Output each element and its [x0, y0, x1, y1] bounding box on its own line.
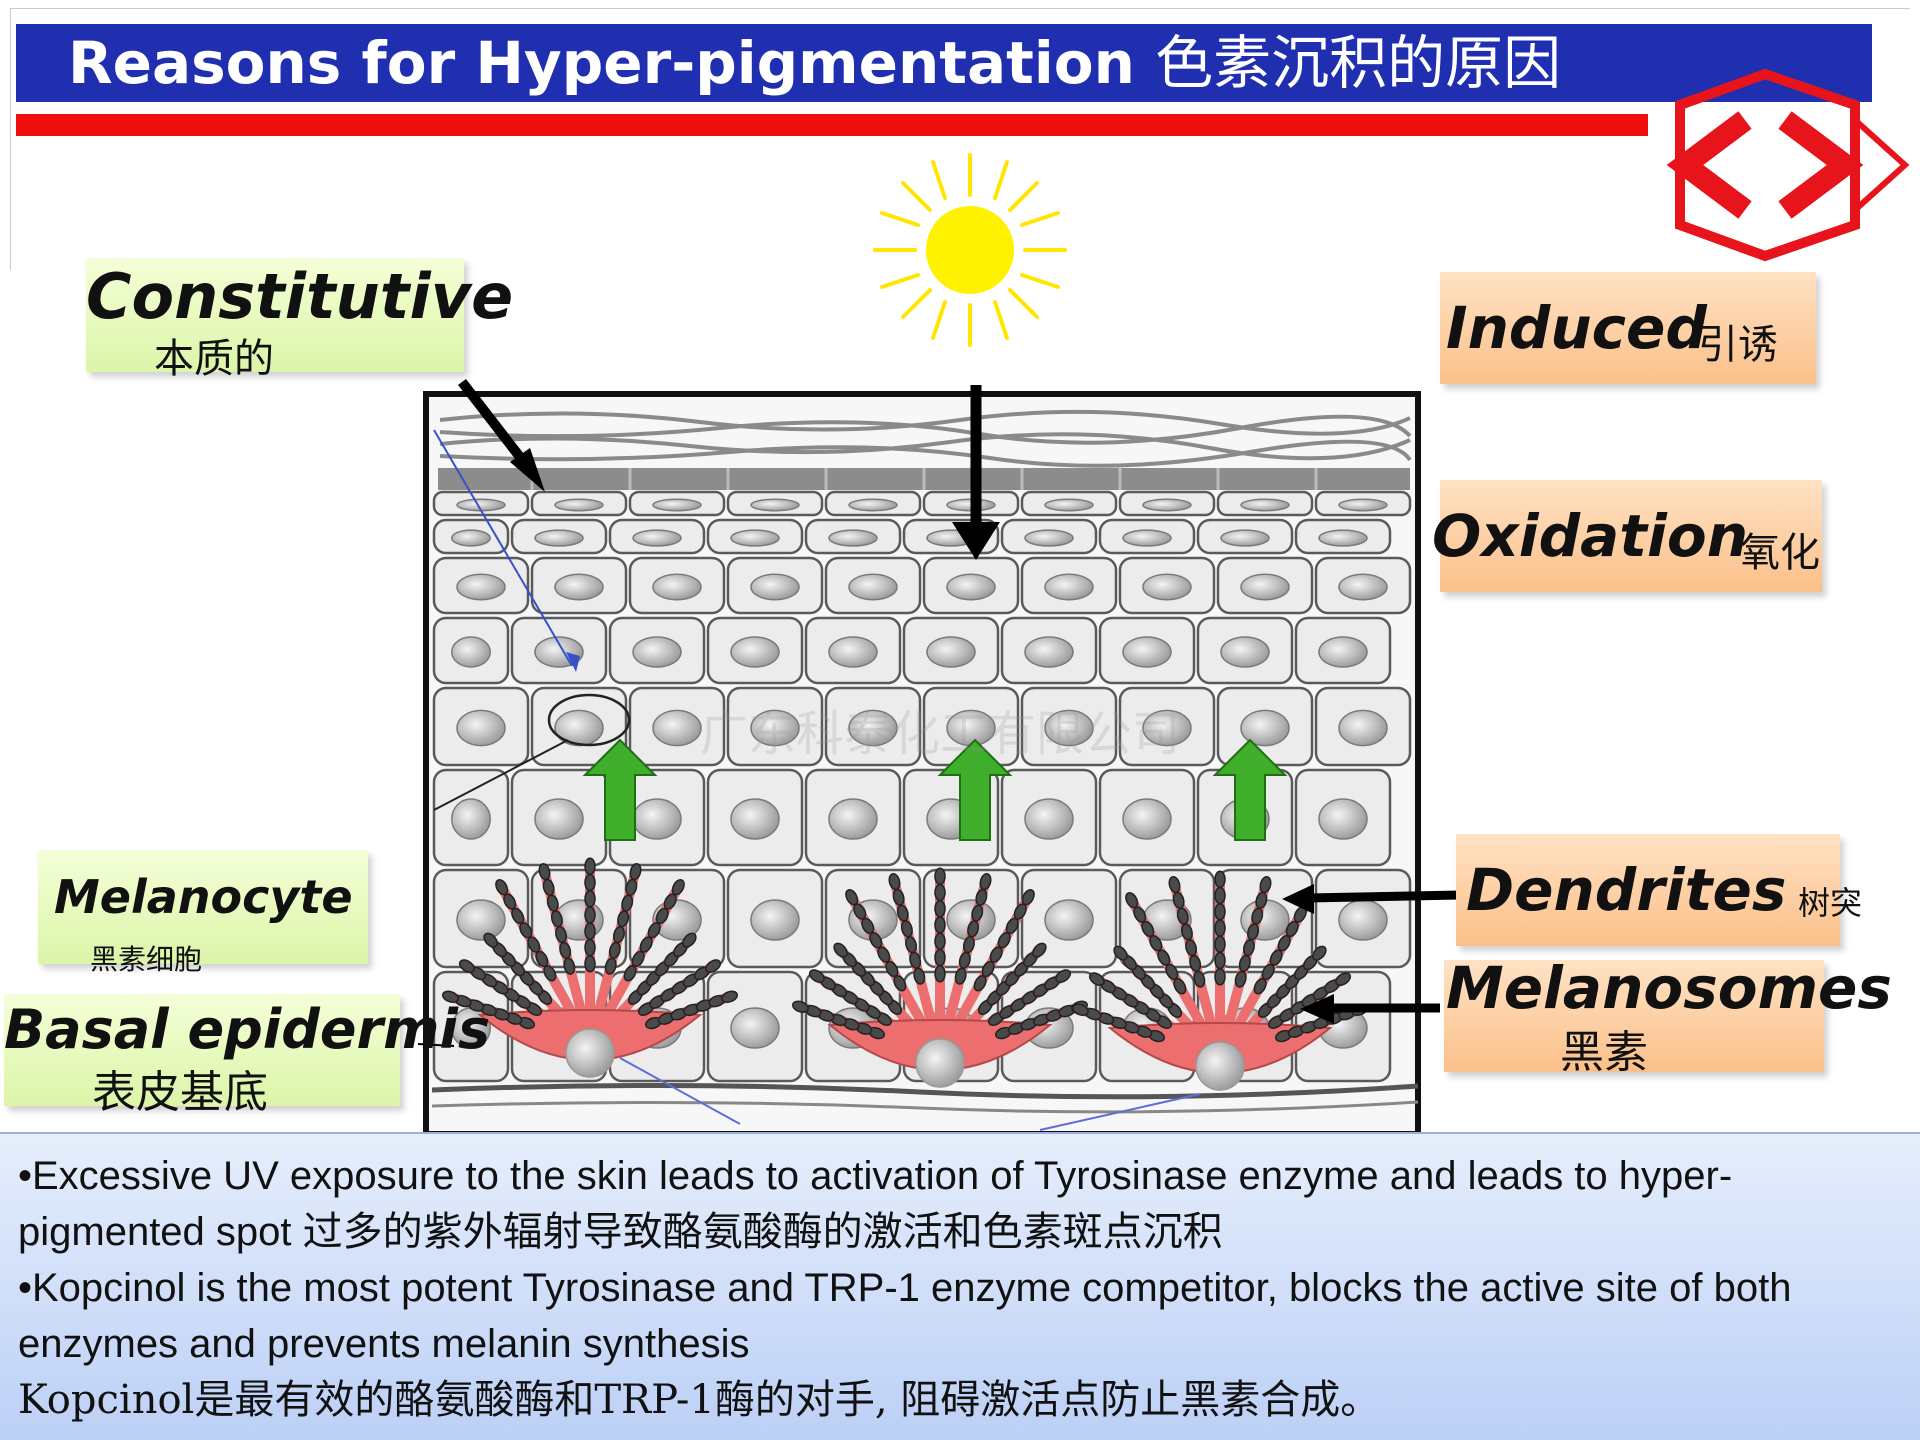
title-red-rule [16, 114, 1648, 136]
logo-icon [1666, 68, 1910, 262]
up-arrow-icon [582, 738, 1288, 841]
constitutive-label: Constitutive 本质的 [86, 258, 513, 382]
sun-icon [873, 153, 1067, 347]
title-cn: 色素沉积的原因 [1155, 29, 1562, 97]
frame-left-line [10, 8, 11, 270]
constitutive-cn: 本质的 [154, 336, 274, 382]
dendrites-en: Dendrites [1466, 856, 1787, 924]
melanocyte-label: Melanocyte 黑素细胞 [38, 850, 368, 976]
watermark: 广东科泰化工有限公司 [700, 706, 1181, 762]
explanation-panel: •Excessive UV exposure to the skin leads… [0, 1132, 1920, 1440]
melanosomes-arrow-head [1300, 994, 1334, 1024]
title-en: Reasons for Hyper-pigmentation [68, 29, 1135, 97]
melanosomes-en: Melanosomes [1446, 954, 1892, 1022]
title-bar: Reasons for Hyper-pigmentation 色素沉积的原因 [16, 24, 1872, 102]
basal-epidermis-cn: 表皮基底 [92, 1067, 268, 1118]
oxidation-cn: 氧化 [1740, 530, 1820, 576]
bullet-2: •Kopcinol is the most potent Tyrosinase … [18, 1260, 1902, 1372]
dendrites-arrow-head [1282, 884, 1314, 914]
bullet-1: •Excessive UV exposure to the skin leads… [18, 1148, 1902, 1260]
constitutive-en: Constitutive [86, 260, 514, 333]
bullet-1-en: •Excessive UV exposure to the skin leads… [18, 1154, 1733, 1254]
oxidation-label: Oxidation 氧化 [1432, 480, 1822, 592]
induced-arrow-head [952, 522, 1000, 560]
summary-cn: Kopcinol是最有效的酪氨酸酶和TRP-1酶的对手, 阻碍激活点防止黑素合成… [18, 1377, 1381, 1423]
oxidation-en: Oxidation [1432, 502, 1748, 570]
melanocyte-en: Melanocyte [54, 870, 353, 924]
skin-diagram [423, 391, 1421, 1134]
induced-label: Induced 引诱 [1440, 272, 1816, 384]
induced-cn: 引诱 [1698, 322, 1778, 368]
frame-top-line [10, 8, 1910, 9]
dendrites-label: Dendrites 树突 [1456, 834, 1862, 946]
basal-epidermis-en: Basal epidermis [4, 998, 491, 1061]
dendrites-cn: 树突 [1798, 884, 1863, 922]
bullet-1-cn: 过多的紫外辐射导致酪氨酸酶的激活和色素斑点沉积 [302, 1209, 1223, 1255]
basal-epidermis-label: Basal epidermis 表皮基底 [4, 994, 490, 1118]
melanocyte-cn: 黑素细胞 [90, 943, 203, 976]
melanosomes-label: Melanosomes 黑素 [1444, 954, 1892, 1078]
bullet-2-en: •Kopcinol is the most potent Tyrosinase … [18, 1266, 1792, 1366]
induced-en: Induced [1446, 294, 1707, 362]
constitutive-arrow-head [510, 448, 545, 492]
melanosomes-cn: 黑素 [1560, 1027, 1648, 1078]
